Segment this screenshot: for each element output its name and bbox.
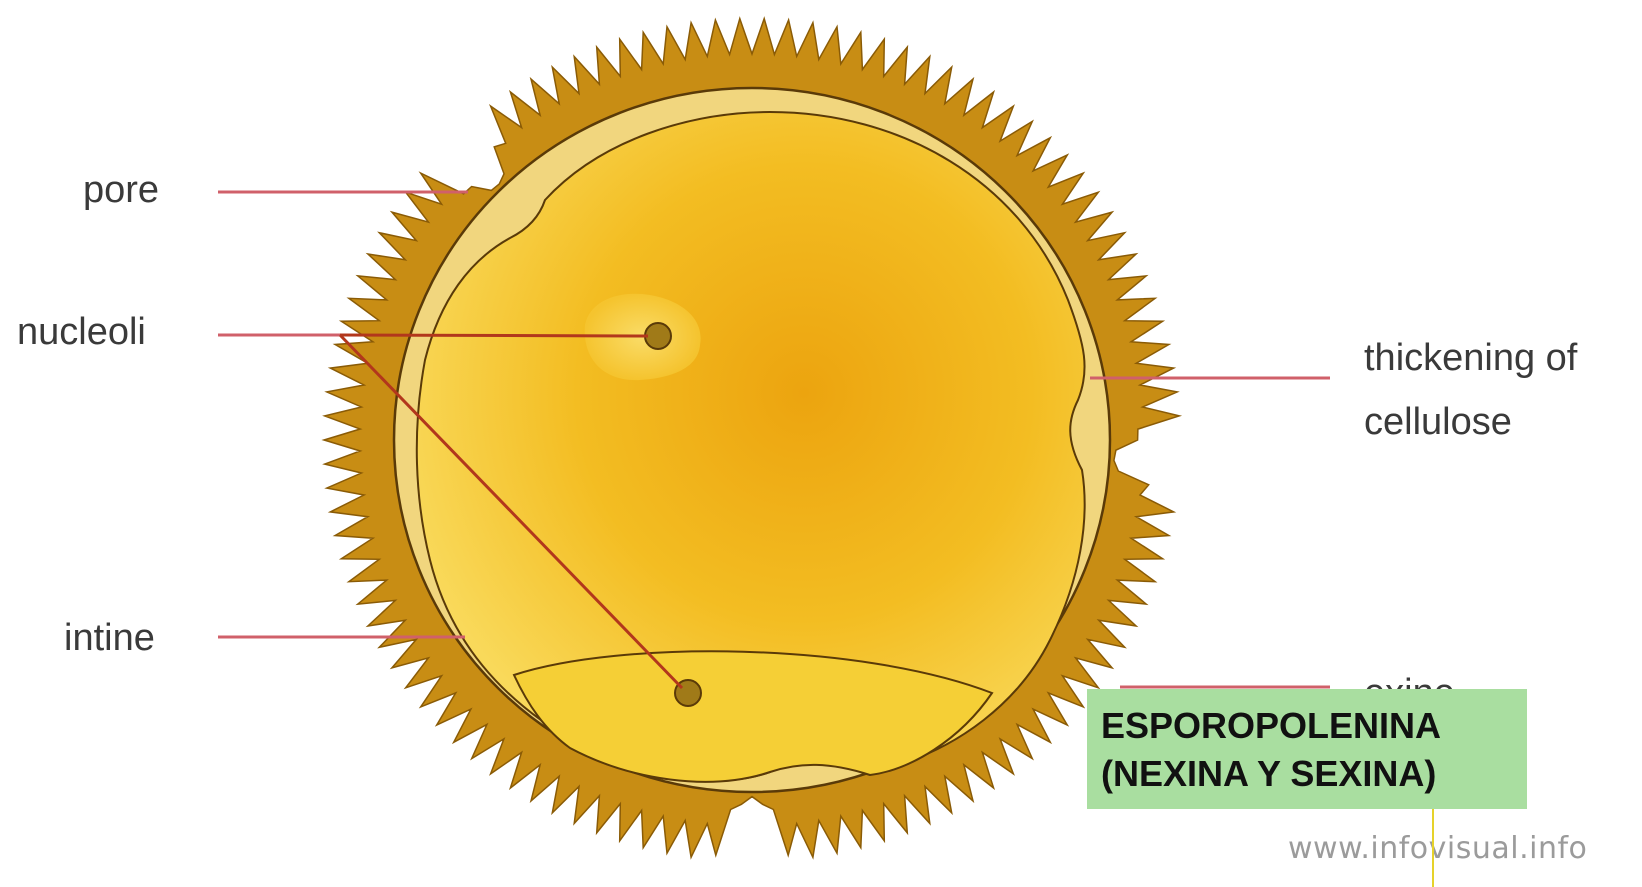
label-nucleoli: nucleoli [17,311,146,353]
callout-line-2: (NEXINA Y SEXINA) [1101,750,1531,798]
callout-line-1: ESPOROPOLENINA [1101,702,1531,750]
nucleolus-upper [645,323,671,349]
label-thickening-line1: thickening of [1364,337,1578,379]
label-pore: pore [83,169,159,211]
label-thickening-line2: cellulose [1364,401,1512,443]
label-intine: intine [64,617,155,659]
callout-text: ESPOROPOLENINA (NEXINA Y SEXINA) [1101,702,1531,798]
nucleoli-inner-line-1 [340,335,648,336]
watermark: www.infovisual.info [1288,831,1587,866]
